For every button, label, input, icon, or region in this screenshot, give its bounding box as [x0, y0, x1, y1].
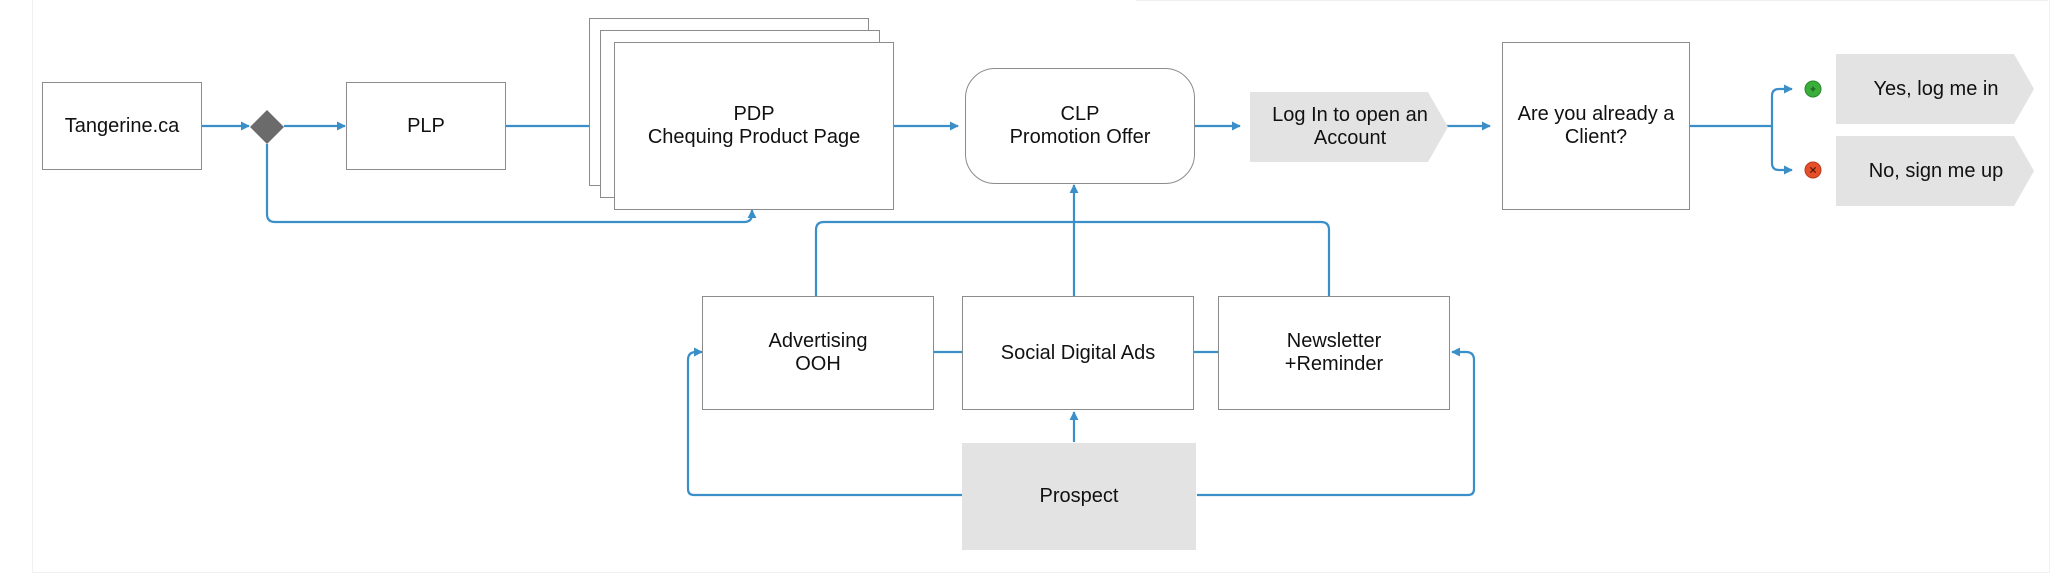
- edge-prospect-newsletter: [1197, 347, 1476, 497]
- node-pdp-label: PDP Chequing Product Page: [647, 103, 861, 148]
- node-yes: Yes, log me in: [1836, 54, 2036, 124]
- node-yes-label: Yes, log me in: [1873, 77, 1999, 100]
- node-clp: CLP Promotion Offer: [965, 68, 1195, 184]
- node-client-question: Are you already a Client?: [1502, 42, 1690, 210]
- node-prospect-label: Prospect: [1039, 485, 1119, 507]
- node-no-label: No, sign me up: [1868, 159, 2004, 182]
- node-plp: PLP: [346, 82, 506, 170]
- node-plp-label: PLP: [407, 114, 445, 137]
- node-newsletter: Newsletter +Reminder: [1218, 296, 1450, 410]
- node-login: Log In to open an Account: [1250, 92, 1450, 162]
- node-no: No, sign me up: [1836, 136, 2036, 206]
- node-advertising: Advertising OOH: [702, 296, 934, 410]
- node-tangerine: Tangerine.ca: [42, 82, 202, 170]
- node-clp-label: CLP Promotion Offer: [1009, 103, 1151, 148]
- node-social-label: Social Digital Ads: [1000, 341, 1156, 364]
- node-newsletter-label: Newsletter +Reminder: [1284, 330, 1384, 375]
- gateway-diamond-icon: [250, 110, 284, 144]
- node-advertising-label: Advertising OOH: [768, 330, 868, 375]
- node-social: Social Digital Ads: [962, 296, 1194, 410]
- edge-gateway-pdp: [265, 144, 757, 224]
- node-tangerine-label: Tangerine.ca: [64, 114, 180, 137]
- node-no-shape: [1836, 136, 2034, 206]
- edge-branch-no: [1770, 126, 1793, 175]
- node-prospect: Prospect: [962, 443, 1196, 550]
- diagram-frame: [32, 0, 2050, 573]
- node-yes-shape: [1836, 54, 2034, 124]
- edge-branch-yes: [1770, 84, 1793, 126]
- node-login-shape: [1250, 92, 1448, 162]
- node-login-label: Log In to open an Account: [1272, 104, 1428, 149]
- x-badge-icon: [1804, 161, 1822, 179]
- plus-badge-icon: [1804, 80, 1822, 98]
- diagram-frame-top: [1136, 0, 2048, 1]
- edge-advertising-clp: [814, 220, 1074, 296]
- node-pdp: PDP Chequing Product Page: [614, 42, 894, 210]
- edge-prospect-advertising: [686, 347, 962, 497]
- node-client-question-label: Are you already a Client?: [1517, 103, 1675, 148]
- edge-newsletter-clp: [1074, 220, 1331, 296]
